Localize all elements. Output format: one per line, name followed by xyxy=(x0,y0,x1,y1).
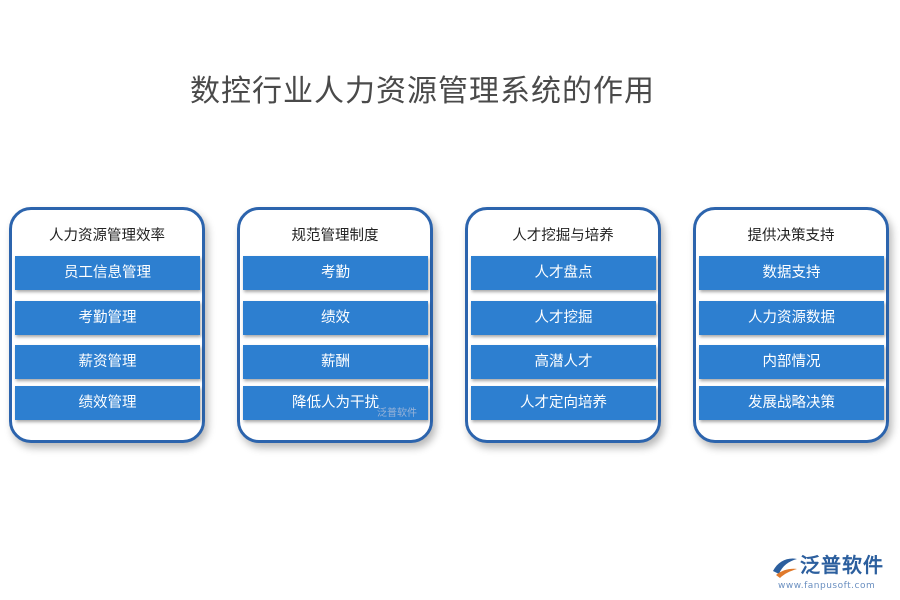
card-item: 绩效管理 xyxy=(15,386,200,420)
brand-logo: 泛普软件 www.fanpusoft.com xyxy=(770,550,892,596)
card-talent-development: 人才挖掘与培养 人才盘点 人才挖掘 高潜人才 人才定向培养 xyxy=(465,207,661,443)
card-item: 数据支持 xyxy=(699,256,884,290)
card-item: 考勤管理 xyxy=(15,301,200,335)
card-heading: 提供决策支持 xyxy=(747,228,835,244)
card-item: 薪酬 xyxy=(243,345,428,379)
card-item: 绩效 xyxy=(243,301,428,335)
card-item: 考勤 xyxy=(243,256,428,290)
logo-name: 泛普软件 xyxy=(800,553,884,577)
card-standardize-management: 规范管理制度 考勤 绩效 薪酬 降低人为干扰 xyxy=(237,207,433,443)
card-item: 发展战略决策 xyxy=(699,386,884,420)
logo-swoosh-icon xyxy=(773,558,797,578)
card-item: 人力资源数据 xyxy=(699,301,884,335)
card-item: 员工信息管理 xyxy=(15,256,200,290)
logo-url: www.fanpusoft.com xyxy=(778,581,876,591)
card-item: 人才定向培养 xyxy=(471,386,656,420)
card-item: 内部情况 xyxy=(699,345,884,379)
card-heading: 人才挖掘与培养 xyxy=(512,228,614,244)
card-item: 人才盘点 xyxy=(471,256,656,290)
card-heading: 人力资源管理效率 xyxy=(49,228,165,244)
card-hr-efficiency: 人力资源管理效率 员工信息管理 考勤管理 薪资管理 绩效管理 xyxy=(9,207,205,443)
card-item: 降低人为干扰 xyxy=(243,386,428,420)
diagram-title: 数控行业人力资源管理系统的作用 xyxy=(190,74,655,109)
card-item: 人才挖掘 xyxy=(471,301,656,335)
card-item: 薪资管理 xyxy=(15,345,200,379)
card-item: 高潜人才 xyxy=(471,345,656,379)
card-decision-support: 提供决策支持 数据支持 人力资源数据 内部情况 发展战略决策 xyxy=(693,207,889,443)
watermark-text: 泛普软件 xyxy=(377,408,417,419)
card-heading: 规范管理制度 xyxy=(291,228,379,244)
